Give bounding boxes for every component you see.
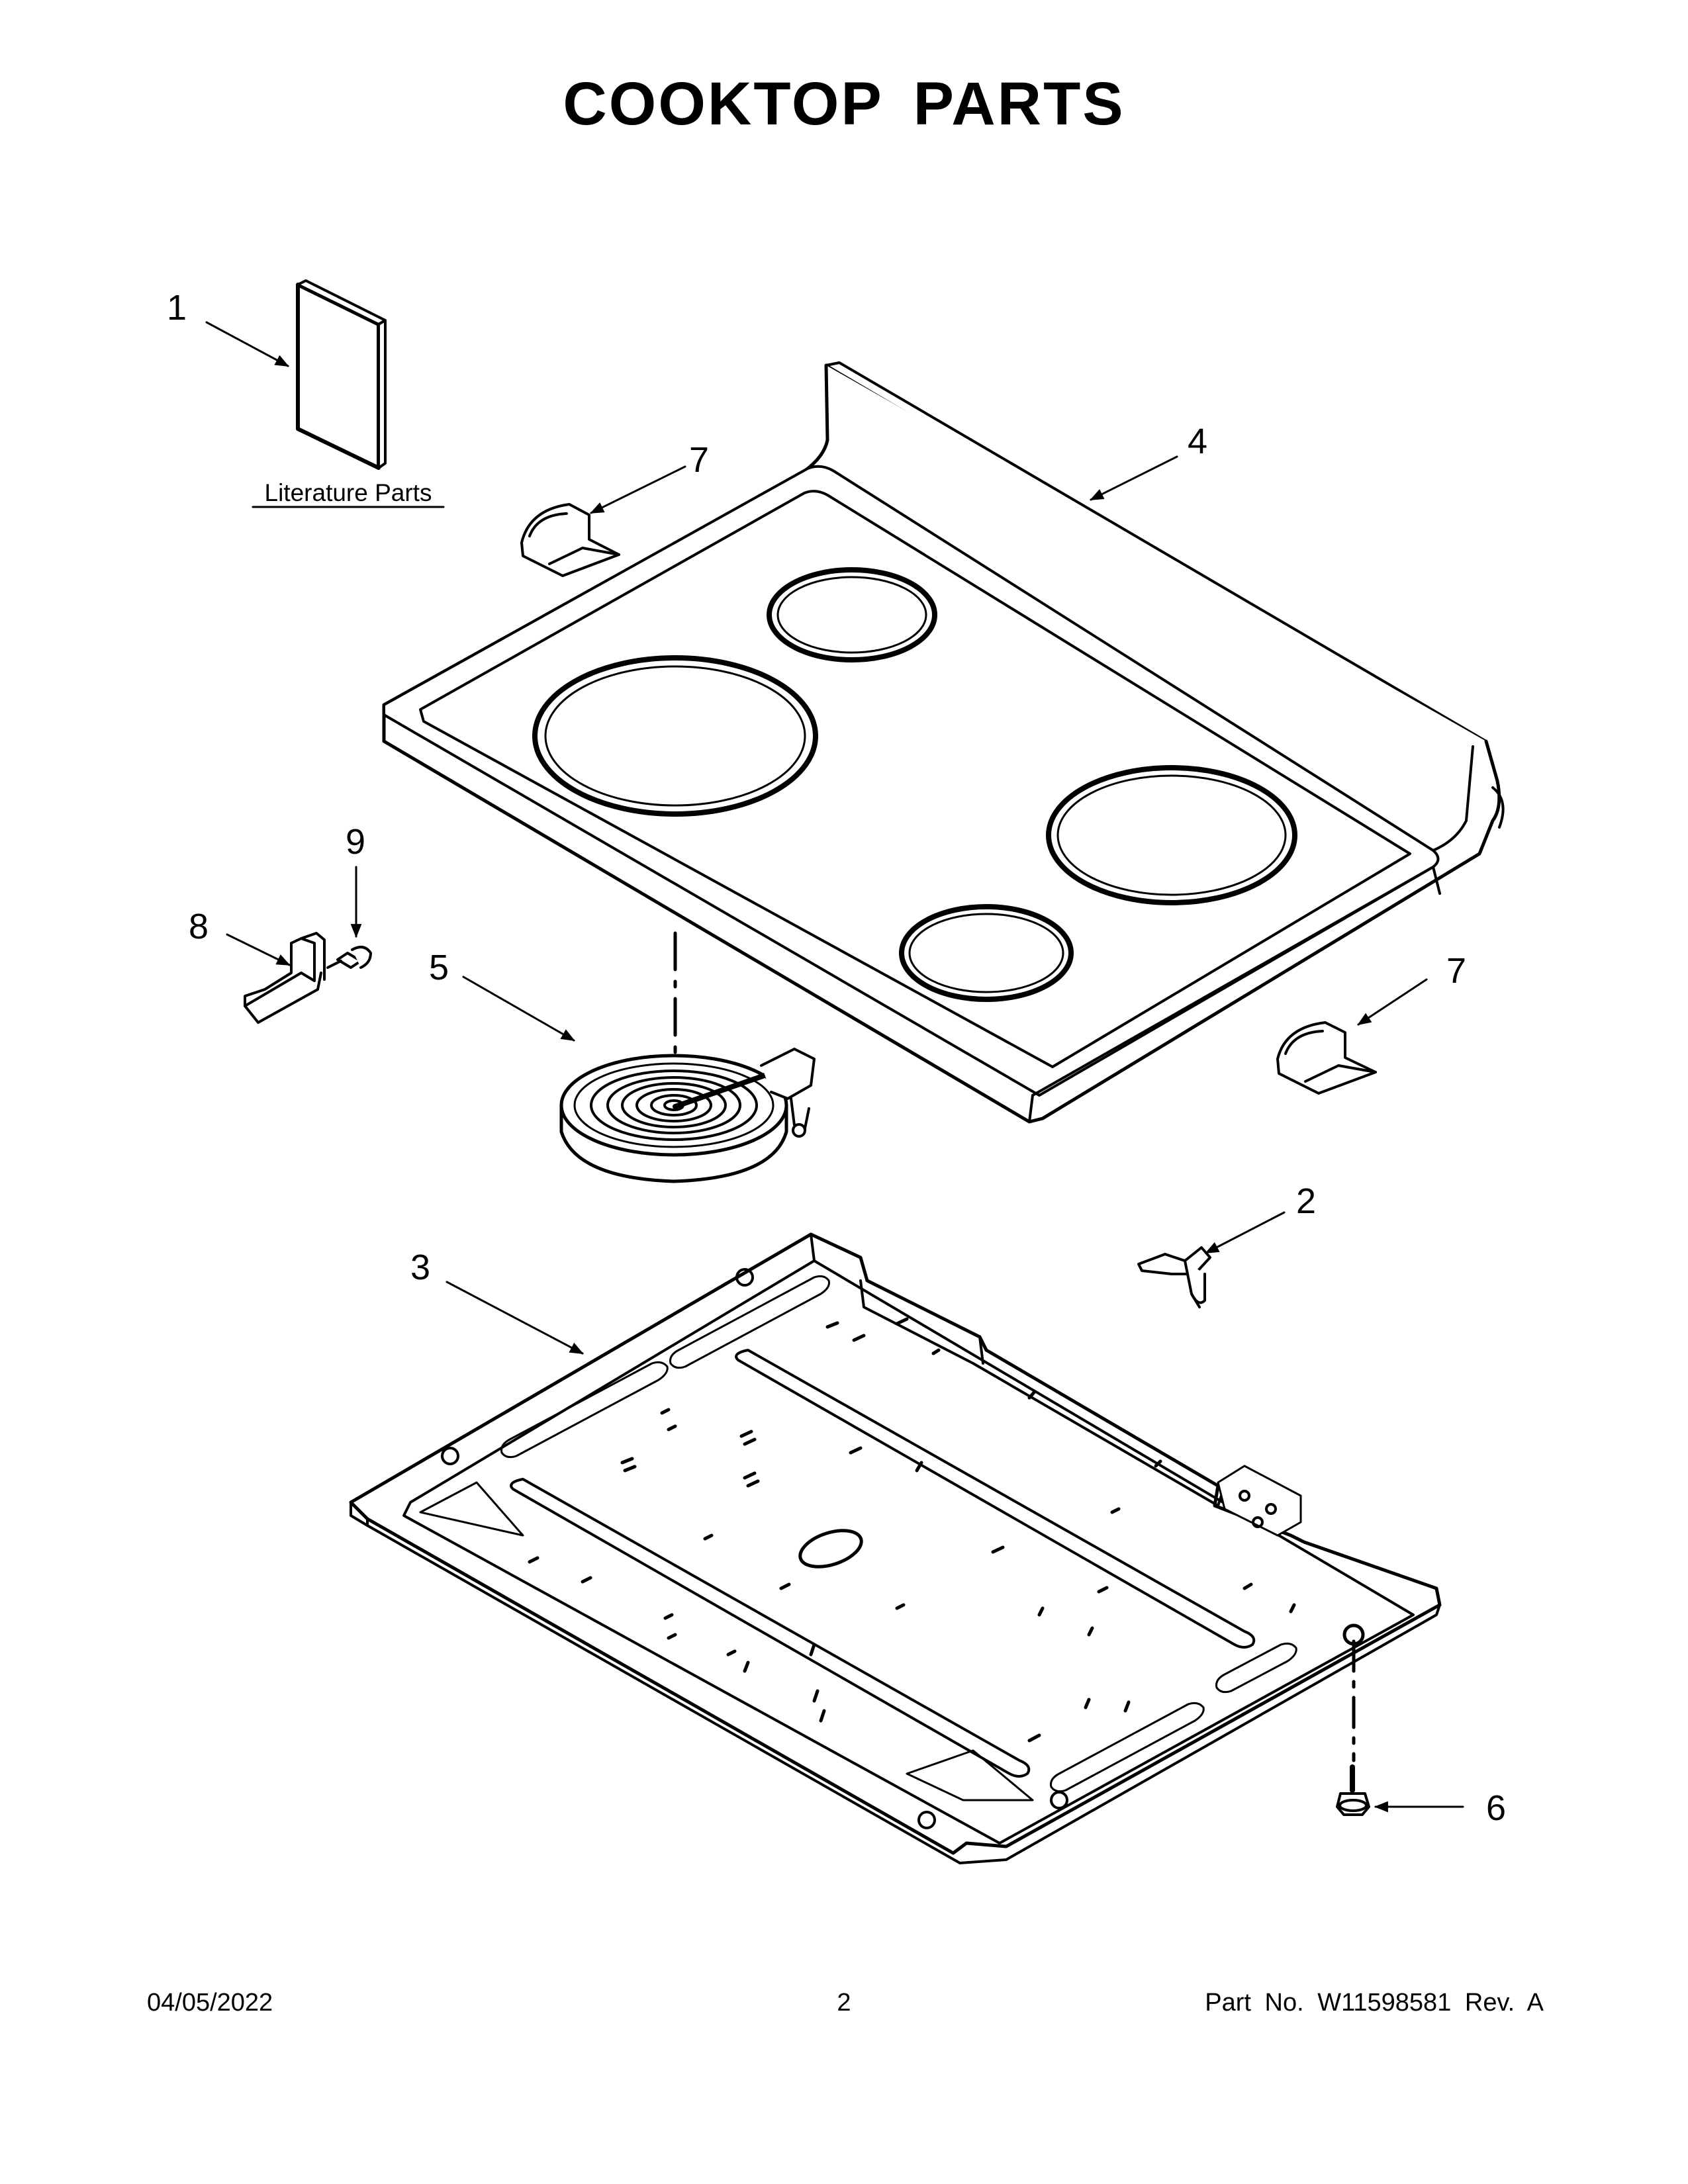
- screw-part: [326, 946, 372, 969]
- literature-parts-label: Literature Parts: [265, 479, 432, 506]
- footer-page-number: 2: [837, 1989, 851, 2017]
- bracket-part: [244, 932, 326, 1024]
- literature-booklet-part: [296, 279, 387, 470]
- page-title: COOKTOP PARTS: [563, 70, 1125, 138]
- footer-part-number: Part No. W11598581 Rev. A: [1205, 1989, 1544, 2017]
- callout-9: 9: [346, 822, 365, 862]
- footer-date: 04/05/2022: [147, 1989, 273, 2017]
- callout-3: 3: [410, 1248, 430, 1287]
- hold-down-bracket-upper-part: [520, 503, 620, 577]
- callout-4: 4: [1188, 422, 1207, 461]
- callout-2: 2: [1296, 1181, 1316, 1221]
- clip-part: [1137, 1246, 1211, 1308]
- callout-6: 6: [1486, 1788, 1506, 1828]
- callout-8: 8: [189, 907, 209, 946]
- callout-7-lower: 7: [1446, 951, 1466, 991]
- callout-leaders: [205, 321, 1464, 1813]
- cooktop-main-top-part: [382, 361, 1505, 1124]
- radiant-surface-element-part: [559, 931, 816, 1183]
- hold-down-bracket-lower-part: [1276, 1021, 1377, 1095]
- screw-bottom-part: [1336, 1639, 1370, 1816]
- callout-7-upper: 7: [689, 440, 709, 480]
- callout-1: 1: [167, 288, 187, 328]
- callout-5: 5: [429, 948, 449, 987]
- burner-box-part: [349, 1232, 1442, 1864]
